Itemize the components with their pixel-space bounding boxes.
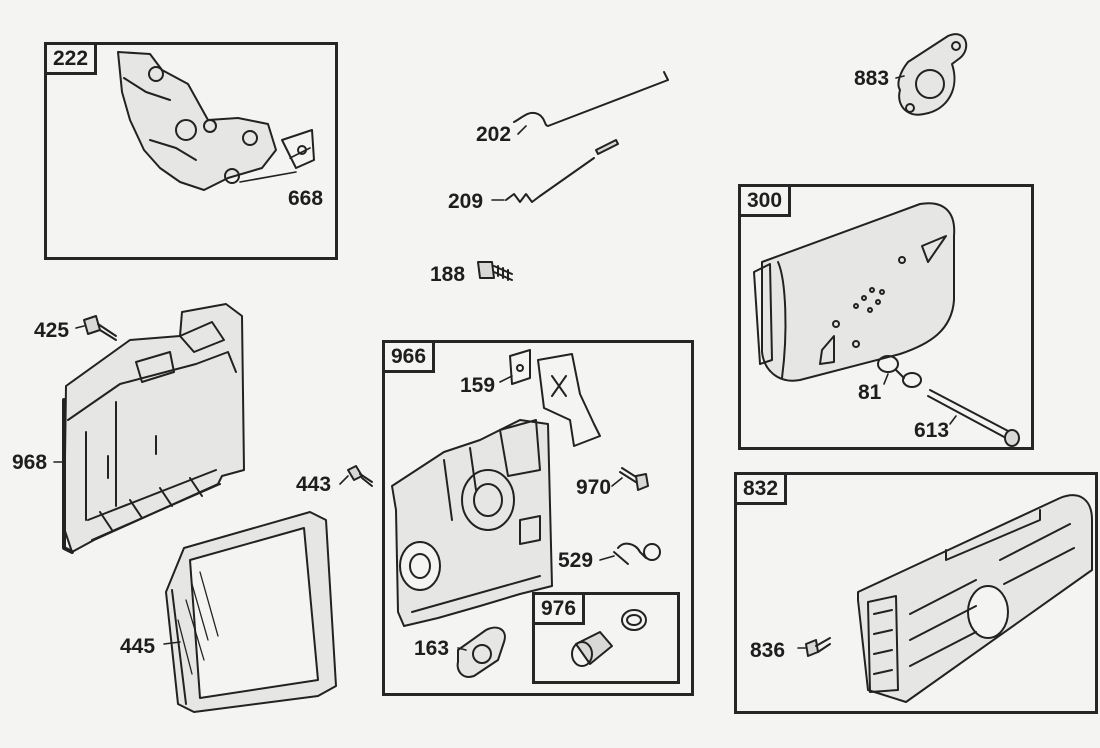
part-label-443: 443 xyxy=(296,473,332,496)
part-label-159: 159 xyxy=(460,374,496,397)
governor-rod-part xyxy=(513,71,669,127)
lock-washer-part xyxy=(877,355,922,388)
part-label-968: 968 xyxy=(12,451,48,474)
group-label-832: 832 xyxy=(734,472,788,506)
linkage-bracket-assembly-part xyxy=(117,51,315,191)
part-label-529: 529 xyxy=(558,549,594,572)
air-cleaner-base-part xyxy=(62,303,245,554)
group-label-222: 222 xyxy=(44,42,98,76)
screw-613-part xyxy=(927,389,1020,447)
part-label-836: 836 xyxy=(750,639,786,662)
carburetor-gasket-part xyxy=(456,626,506,678)
muffler-guard-part xyxy=(857,494,1093,703)
governor-spring-part xyxy=(505,139,619,203)
group-box-966: 966 xyxy=(382,340,694,696)
part-label-425: 425 xyxy=(34,319,70,342)
part-label-668: 668 xyxy=(288,187,324,210)
muffler-gasket-part xyxy=(897,33,968,116)
group-box-222: 222 xyxy=(44,42,338,260)
group-label-300: 300 xyxy=(738,184,792,218)
bolt-188-part xyxy=(477,261,513,281)
part-label-883: 883 xyxy=(854,67,890,90)
group-box-832: 832 xyxy=(734,472,1098,714)
part-label-209: 209 xyxy=(448,190,484,213)
choke-parts-part xyxy=(571,609,647,667)
part-label-445: 445 xyxy=(120,635,156,658)
group-label-966: 966 xyxy=(382,340,436,374)
part-label-188: 188 xyxy=(430,263,466,286)
leader-lines xyxy=(53,75,957,651)
air-cleaner-bracket-part xyxy=(391,349,601,627)
muffler-part xyxy=(753,202,956,382)
screw-836-part xyxy=(805,637,831,657)
screw-443-part xyxy=(347,465,373,487)
screw-970-part xyxy=(619,467,649,491)
part-label-202: 202 xyxy=(476,123,512,146)
part-label-163: 163 xyxy=(414,637,450,660)
breather-tube-part xyxy=(613,542,661,565)
screw-425-part xyxy=(83,315,117,341)
group-box-976: 976 xyxy=(532,592,680,684)
part-label-970: 970 xyxy=(576,476,612,499)
part-label-81: 81 xyxy=(858,381,882,404)
part-label-613: 613 xyxy=(914,419,950,442)
group-box-300: 300 xyxy=(738,184,1034,450)
air-filter-part xyxy=(165,511,337,713)
group-label-976: 976 xyxy=(532,592,586,626)
